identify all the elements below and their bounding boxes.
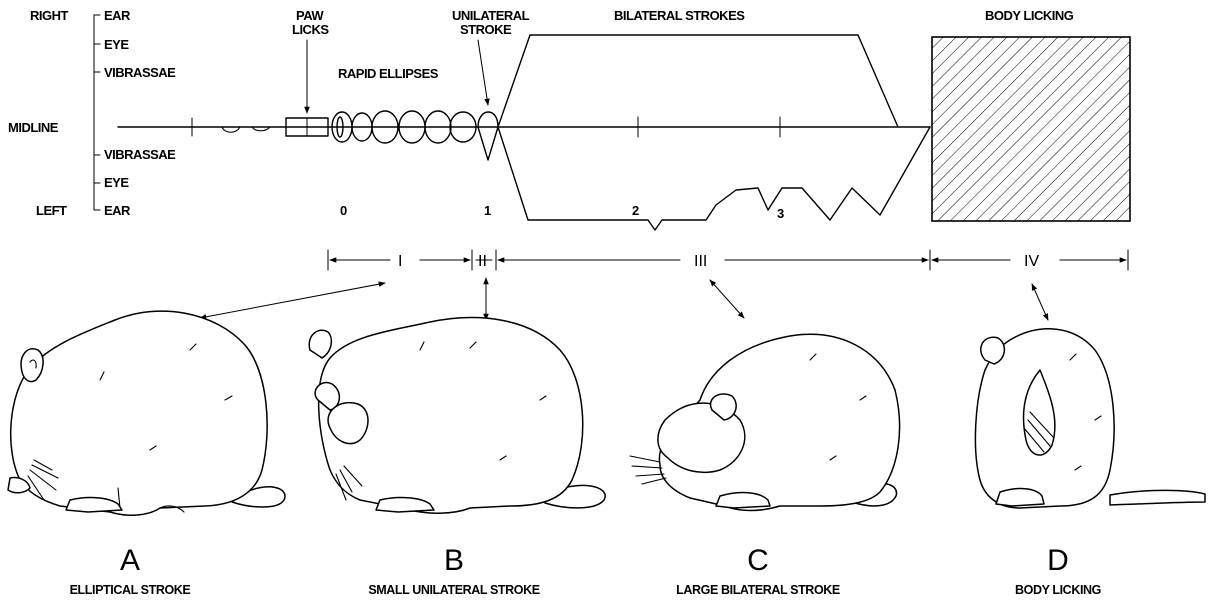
phase-II: II: [478, 253, 487, 270]
panel-letter-c: C: [747, 544, 769, 577]
rat-illustration-d: [975, 329, 1205, 508]
panel-caption-d: BODY LICKING: [1015, 583, 1101, 597]
body-licking-label: BODY LICKING: [985, 8, 1074, 23]
axis-label-midline: MIDLINE: [8, 120, 59, 135]
stroke-number-1: 1: [484, 203, 491, 218]
axis-label-ear-top: EAR: [104, 8, 131, 23]
stroke-trace: [118, 35, 1130, 230]
unilateral-label-2: STROKE: [460, 22, 512, 37]
panel-caption-c: LARGE BILATERAL STROKE: [676, 583, 840, 597]
unilateral-stroke-trace: [478, 112, 498, 160]
pointer-arrow-d: [1032, 284, 1048, 320]
phase-IV: IV: [1024, 253, 1039, 270]
stroke-numbers: 0 1 2 3: [340, 203, 784, 221]
axis-label-right: RIGHT: [30, 8, 69, 23]
phase-I: I: [398, 253, 402, 270]
phase-III: III: [694, 253, 707, 270]
axis-label-left: LEFT: [36, 203, 67, 218]
unilateral-arrow: [478, 40, 488, 105]
panel-caption-a: ELLIPTICAL STROKE: [70, 583, 191, 597]
phase-ruler: I II III IV: [328, 250, 1128, 270]
axis-label-vibrassae-bottom: VIBRASSAE: [104, 147, 176, 162]
body-position-axis: RIGHT EAR EYE VIBRASSAE MIDLINE VIBRASSA…: [8, 8, 176, 218]
rat-illustration-c: [630, 334, 900, 510]
bilateral-upper: [498, 35, 898, 127]
panel-letter-b: B: [444, 544, 464, 577]
axis-label-eye-top: EYE: [104, 37, 129, 52]
stroke-number-0: 0: [340, 203, 347, 218]
axis-label-eye-bottom: EYE: [104, 175, 129, 190]
unilateral-label-1: UNILATERAL: [452, 8, 530, 23]
panel-caption-b: SMALL UNILATERAL STROKE: [368, 583, 539, 597]
rapid-ellipses-label: RAPID ELLIPSES: [338, 66, 439, 81]
paw-licks-label-1: PAW: [296, 8, 324, 23]
bilateral-lower: [498, 127, 930, 230]
bilateral-strokes-label: BILATERAL STROKES: [614, 8, 745, 23]
pointer-arrow-c: [710, 280, 744, 318]
rat-illustration-a: [8, 311, 285, 515]
panel-letter-d: D: [1047, 544, 1069, 577]
body-licking-box: [932, 37, 1130, 221]
stroke-number-3: 3: [777, 206, 784, 221]
pointer-arrow-a: [200, 283, 385, 318]
rat-illustration-b: [309, 318, 605, 514]
panel-letter-a: A: [120, 544, 140, 577]
axis-label-ear-bottom: EAR: [104, 203, 131, 218]
panel-captions: A ELLIPTICAL STROKE B SMALL UNILATERAL S…: [70, 544, 1101, 597]
paw-licks-label-2: LICKS: [292, 22, 329, 37]
stroke-number-2: 2: [632, 203, 639, 218]
axis-label-vibrassae-top: VIBRASSAE: [104, 65, 176, 80]
